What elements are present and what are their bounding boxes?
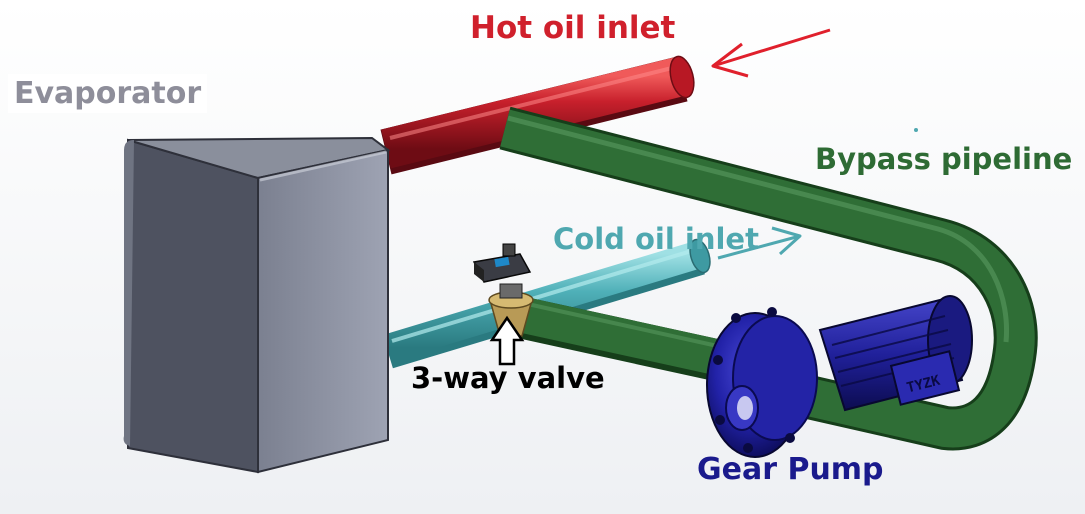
dot-marker xyxy=(914,128,918,132)
arrow-up-icon xyxy=(489,315,525,366)
evaporator-label: Evaporator xyxy=(8,74,208,113)
arrow-left-icon xyxy=(711,28,831,78)
cold-oil-inlet-label: Cold oil inlet xyxy=(553,222,759,256)
bypass-pipeline-label: Bypass pipeline xyxy=(815,142,1073,176)
gear-pump-label: Gear Pump xyxy=(697,452,884,487)
three-way-valve-label: 3-way valve xyxy=(411,361,605,395)
hot-oil-inlet-label: Hot oil inlet xyxy=(470,10,676,46)
arrow-right-icon xyxy=(717,226,802,260)
evaporator-box xyxy=(123,136,391,474)
bypass-pipe xyxy=(499,106,1038,451)
gear-pump: TYZK xyxy=(706,295,973,458)
three-way-valve xyxy=(472,243,534,337)
